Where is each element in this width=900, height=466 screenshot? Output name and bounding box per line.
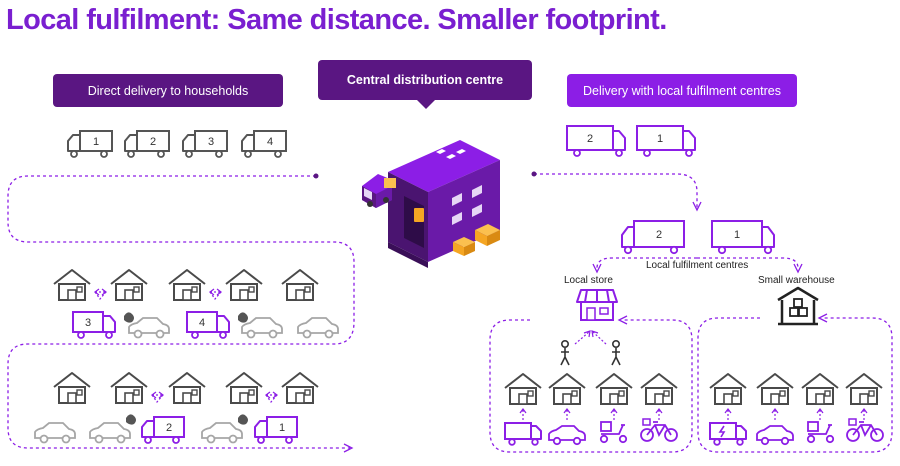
- bicycle-icon: [640, 418, 678, 442]
- car-icon: [34, 422, 76, 444]
- left-truck-4: 4: [241, 130, 287, 158]
- house-icon: [225, 269, 263, 301]
- left-truck-number: 4: [267, 136, 273, 148]
- bicycle-icon: [846, 418, 884, 442]
- house-icon: [110, 269, 148, 301]
- left-truck-number: 3: [208, 136, 214, 148]
- page-title: Local fulfilment: Same distance. Smaller…: [6, 4, 667, 36]
- house-icon: [53, 269, 91, 301]
- house-icon: [845, 373, 883, 405]
- house-icon: [595, 373, 633, 405]
- car-icon: [128, 317, 170, 339]
- local-store-label: Local store: [564, 275, 613, 286]
- left-row1-truck-4: 4: [186, 311, 230, 339]
- warehouse-area: [697, 317, 893, 453]
- local-delivery-label: Delivery with local fulfilment centres: [567, 74, 797, 107]
- exhaust-icon: [238, 312, 248, 323]
- exhaust-icon: [238, 414, 248, 425]
- house-icon: [225, 372, 263, 404]
- car-icon: [756, 425, 794, 446]
- house-icon: [53, 372, 91, 404]
- left-truck-1: 1: [67, 130, 113, 158]
- delivery-arrows: [94, 288, 222, 300]
- left-truck-2: 2: [124, 130, 170, 158]
- person-icon: [611, 339, 621, 366]
- local-truck-number: 1: [734, 229, 740, 241]
- left-row1-truck-3: 3: [72, 311, 116, 339]
- car-icon: [241, 317, 283, 339]
- car-icon: [297, 317, 339, 339]
- house-icon: [548, 373, 586, 405]
- right-truck-number: 2: [587, 133, 593, 145]
- house-icon: [281, 372, 319, 404]
- up-arrows: [519, 408, 868, 420]
- right-truck-2: 2: [566, 125, 626, 157]
- car-icon: [548, 425, 586, 446]
- left-truck-number: 1: [93, 136, 99, 148]
- left-route-line: [7, 175, 355, 449]
- car-icon: [89, 422, 131, 444]
- local-fulfilment-centres-label: Local fulfilment centres: [646, 260, 749, 271]
- right-route-line: [534, 173, 698, 208]
- house-icon: [168, 372, 206, 404]
- house-icon: [756, 373, 794, 405]
- right-truck-number: 1: [657, 133, 663, 145]
- house-icon: [709, 373, 747, 405]
- small-warehouse-label: Small warehouse: [758, 275, 835, 286]
- row-truck-number: 1: [279, 422, 285, 434]
- van-icon: [504, 422, 542, 446]
- central-warehouse-illustration: [362, 140, 500, 268]
- left-truck-number: 2: [150, 136, 156, 148]
- split-line-warehouse: [697, 257, 799, 269]
- delivery-arrows: [151, 391, 278, 403]
- left-row2-truck-2: 2: [141, 416, 185, 444]
- house-icon: [801, 373, 839, 405]
- house-icon: [640, 373, 678, 405]
- scooter-icon: [806, 421, 835, 444]
- row-truck-number: 2: [166, 422, 172, 434]
- exhaust-icon: [124, 312, 134, 323]
- scooter-icon: [599, 421, 628, 444]
- car-icon: [201, 422, 243, 444]
- local-truck-2: 2: [621, 220, 685, 255]
- left-row2-truck-1: 1: [254, 416, 298, 444]
- local-truck-number: 2: [656, 229, 662, 241]
- central-centre-label: Central distribution centre: [318, 60, 532, 100]
- house-icon: [110, 372, 148, 404]
- direct-delivery-label: Direct delivery to households: [53, 74, 283, 107]
- house-icon: [168, 269, 206, 301]
- local-truck-1: 1: [711, 220, 775, 255]
- person-icon: [560, 339, 570, 366]
- right-truck-1: 1: [636, 125, 696, 157]
- house-icon: [281, 269, 319, 301]
- store-icon: [576, 289, 618, 321]
- split-line-store: [596, 257, 697, 269]
- exhaust-icon: [126, 414, 136, 425]
- row-truck-number: 3: [85, 317, 91, 329]
- central-label-pointer: [417, 100, 435, 109]
- house-icon: [504, 373, 542, 405]
- left-truck-3: 3: [182, 130, 228, 158]
- row-truck-number: 4: [199, 317, 205, 329]
- electric-van-icon: [709, 422, 747, 446]
- warehouse-icon: [777, 286, 819, 326]
